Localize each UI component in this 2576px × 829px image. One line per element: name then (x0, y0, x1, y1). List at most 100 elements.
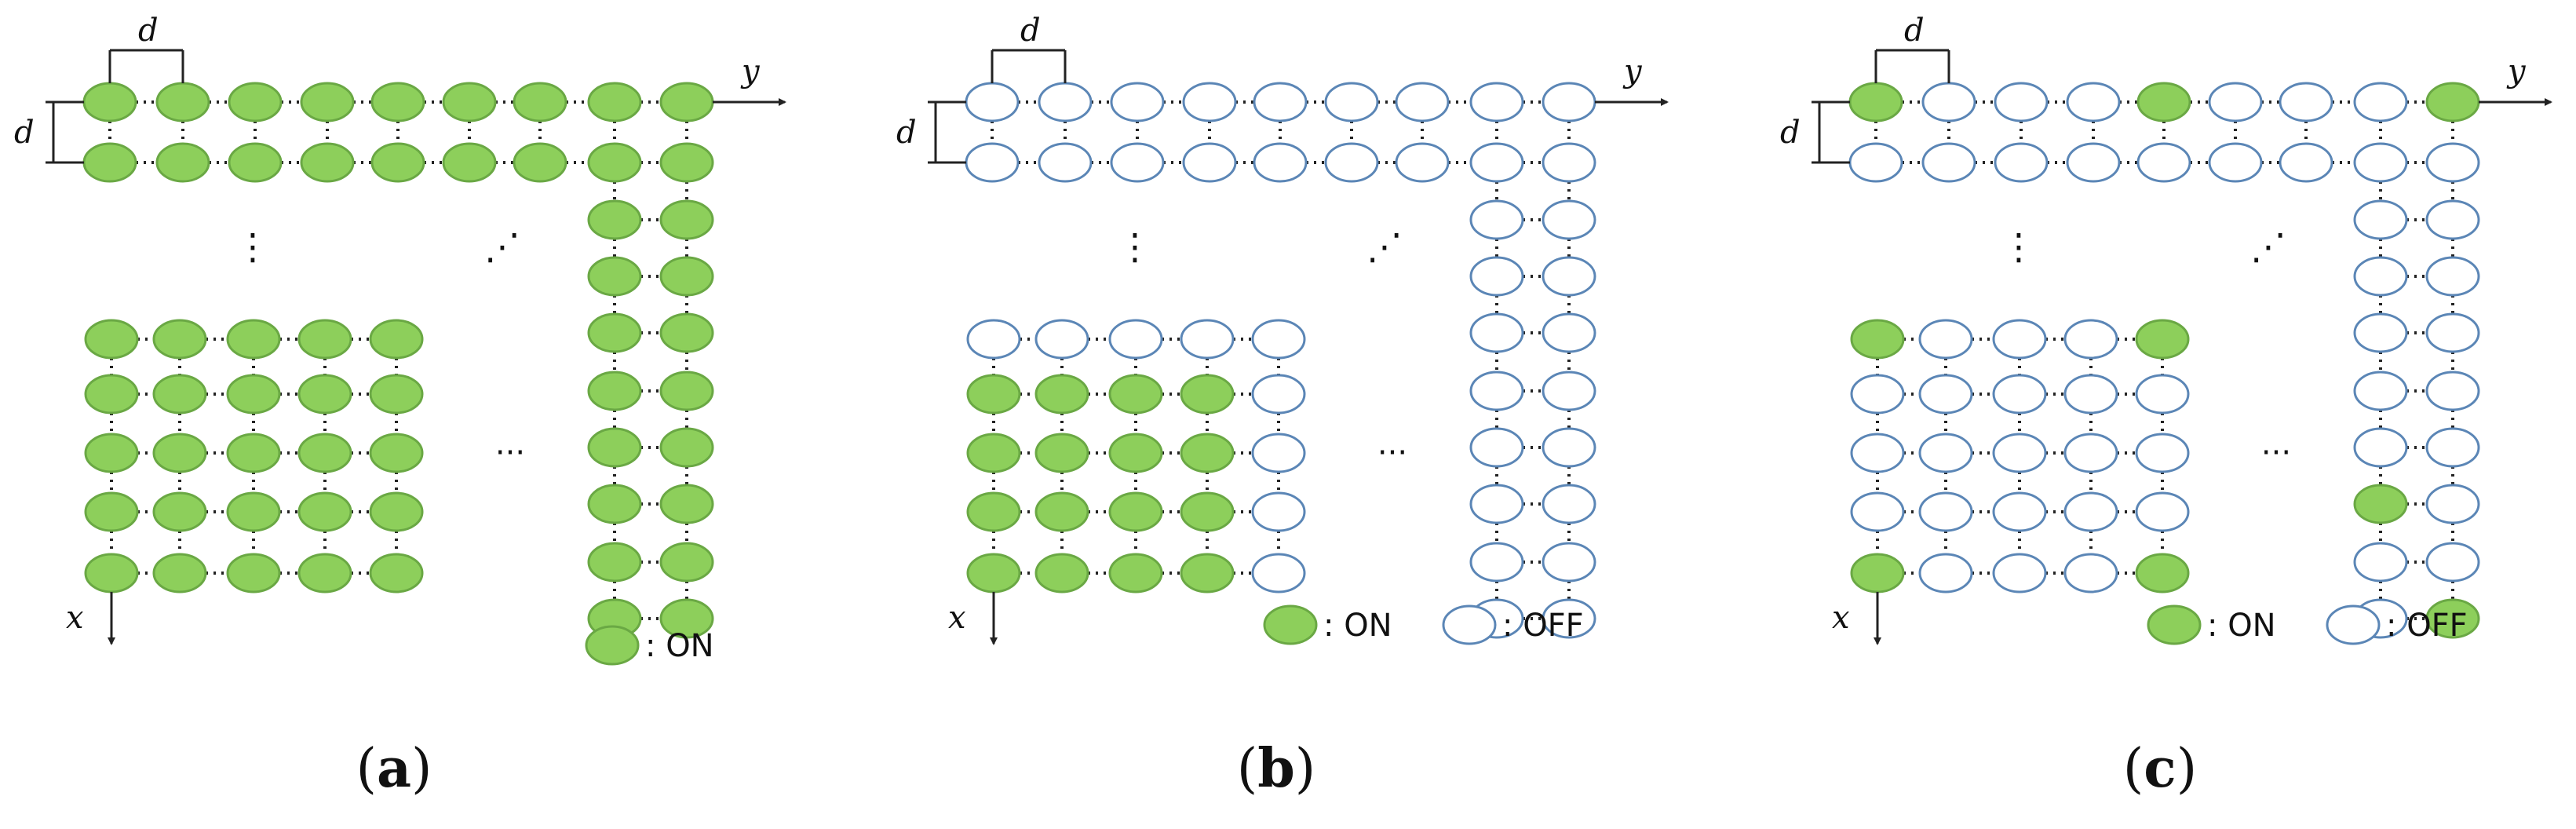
element-on (966, 433, 1021, 473)
element-off (1918, 491, 1973, 532)
caption-paren: ( (2123, 738, 2144, 800)
element-off (1542, 142, 1596, 183)
diagonal-ellipsis: ⋰ (1366, 225, 1403, 268)
element-on (1108, 553, 1163, 593)
element-on (226, 433, 281, 473)
element-off (1469, 256, 1524, 297)
caption-letter: c (2144, 737, 2176, 800)
element-on (1108, 374, 1163, 414)
element-off (2136, 142, 2191, 183)
element-on (370, 142, 425, 183)
element-on (84, 374, 139, 414)
element-off (1395, 82, 1450, 122)
panel-caption: (b) (1237, 737, 1316, 800)
element-off (1918, 374, 1973, 414)
horizontal-ellipsis: ··· (2261, 435, 2291, 471)
element-on (659, 427, 714, 468)
element-off (2353, 256, 2408, 297)
element-on (587, 142, 642, 183)
element-off (2353, 371, 2408, 411)
element-off (2425, 542, 2480, 582)
element-on (659, 142, 714, 183)
element-on (513, 142, 567, 183)
element-on (1180, 374, 1235, 414)
element-off (1442, 604, 1497, 645)
caption-paren: ) (1295, 738, 1316, 800)
caption-letter: b (1257, 737, 1295, 800)
element-off (1469, 542, 1524, 582)
element-off (1848, 142, 1903, 183)
caption-paren: ( (1237, 738, 1258, 800)
element-off (1251, 553, 1306, 593)
element-off (1110, 142, 1165, 183)
element-off (1469, 142, 1524, 183)
x-axis-label: x (1832, 600, 1850, 636)
element-off (1850, 491, 1905, 532)
element-off (1992, 374, 2047, 414)
element-off (1542, 598, 1596, 639)
element-on (2136, 82, 2191, 122)
element-on (966, 553, 1021, 593)
horizontal-ellipsis: ··· (1377, 435, 1407, 471)
element-off (1850, 374, 1905, 414)
element-off (1542, 312, 1596, 353)
y-axis-label: y (1622, 53, 1643, 89)
element-off (1992, 319, 2047, 360)
element-off (1992, 491, 2047, 532)
element-on (228, 142, 283, 183)
element-on (152, 491, 207, 532)
element-off (2425, 312, 2480, 353)
element-on (1263, 604, 1318, 645)
element-off (1469, 199, 1524, 240)
element-off (2326, 604, 2381, 645)
element-on (152, 319, 207, 360)
x-axis-label: x (948, 600, 966, 636)
element-off (1994, 82, 2049, 122)
element-off (2135, 433, 2190, 473)
element-on (513, 82, 567, 122)
diagonal-ellipsis: ⋰ (2250, 225, 2286, 268)
legend-off-label: : OFF (1502, 608, 1584, 644)
element-on (155, 142, 210, 183)
element-on (659, 371, 714, 411)
element-off (2425, 484, 2480, 524)
element-on (587, 199, 642, 240)
element-off (966, 319, 1021, 360)
caption-paren: ) (2176, 738, 2198, 800)
spacing-label: d (896, 115, 917, 151)
element-on (84, 319, 139, 360)
element-on (297, 433, 352, 473)
element-off (1542, 371, 1596, 411)
element-on (1850, 553, 1905, 593)
element-off (1921, 82, 1976, 122)
element-on (1848, 82, 1903, 122)
element-off (1542, 542, 1596, 582)
element-off (1395, 142, 1450, 183)
element-on (2425, 82, 2480, 122)
caption-paren: ) (411, 738, 432, 800)
diagonal-ellipsis: ⋰ (484, 225, 520, 268)
element-off (2353, 312, 2408, 353)
element-on (659, 199, 714, 240)
element-on (659, 484, 714, 524)
element-on (82, 82, 137, 122)
element-off (1994, 142, 2049, 183)
element-on (587, 427, 642, 468)
vertical-ellipsis: ⋮ (235, 225, 271, 268)
element-on (585, 625, 640, 666)
element-off (2135, 491, 2190, 532)
element-off (1253, 142, 1308, 183)
element-off (1251, 374, 1306, 414)
element-off (1469, 82, 1524, 122)
element-on (442, 142, 497, 183)
element-on (152, 374, 207, 414)
spacing-label: d (1904, 13, 1925, 49)
element-on (442, 82, 497, 122)
element-on (1180, 433, 1235, 473)
element-off (1469, 484, 1524, 524)
element-off (1324, 142, 1379, 183)
element-on (228, 82, 283, 122)
element-on (369, 491, 424, 532)
